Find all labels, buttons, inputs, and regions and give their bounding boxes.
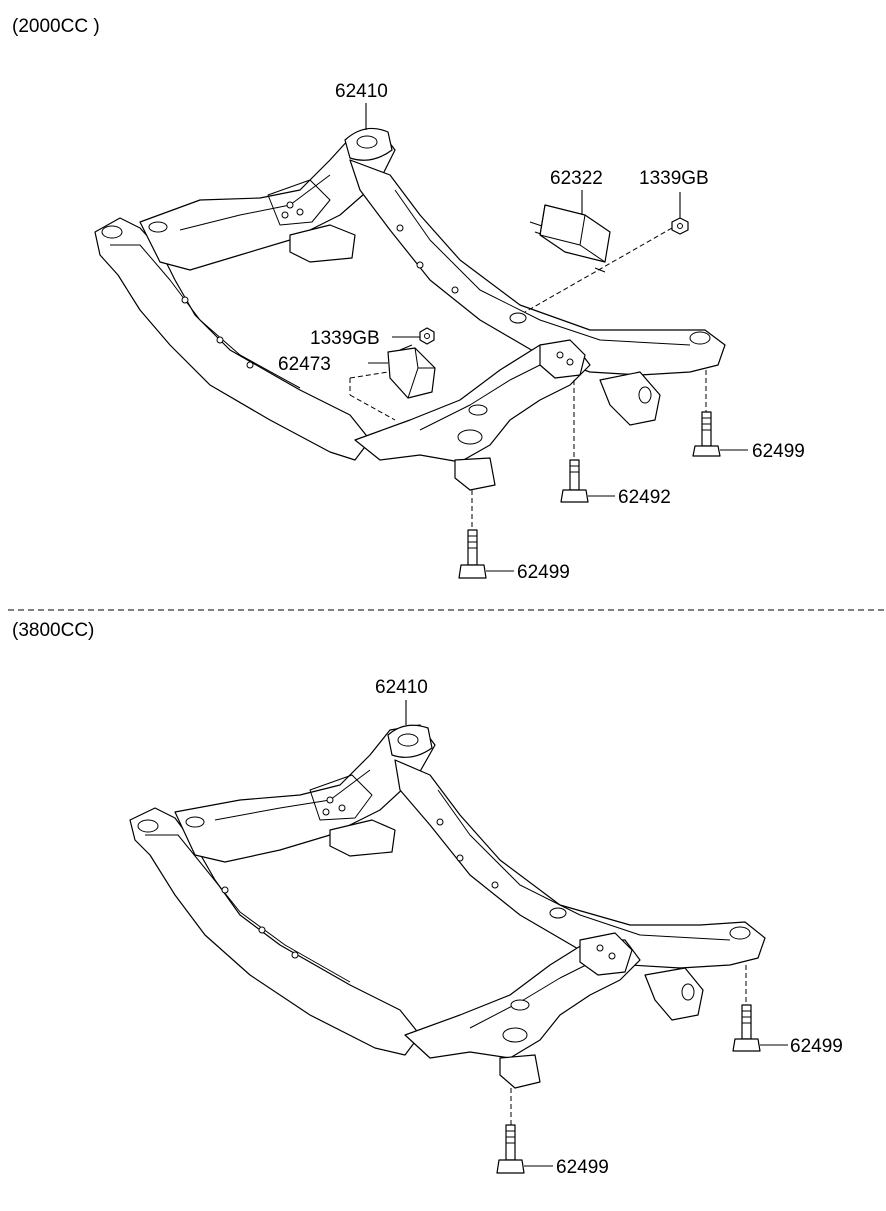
section-label-2000cc: (2000CC ) xyxy=(12,16,100,37)
label-62473: 62473 xyxy=(278,354,331,375)
control-module-62322 xyxy=(529,204,611,273)
bolt-62492-2000cc xyxy=(560,459,589,503)
label-62492: 62492 xyxy=(618,487,671,508)
bolt-62499-right-2000cc xyxy=(692,411,721,457)
bracket-62473 xyxy=(387,344,436,399)
bolt-62499-right-3800cc xyxy=(732,1004,761,1052)
label-62499-bottom-2000cc: 62499 xyxy=(517,562,570,583)
label-62499-bottom-3800cc: 62499 xyxy=(556,1157,609,1178)
bolt-62499-bottom-2000cc xyxy=(458,529,487,579)
subframe-3800cc xyxy=(129,724,766,1089)
subframe-2000cc xyxy=(94,127,726,491)
label-1339gb-top: 1339GB xyxy=(639,168,709,189)
label-1339gb-mid: 1339GB xyxy=(310,328,380,349)
label-62410-2000cc: 62410 xyxy=(335,81,388,102)
label-62499-right-2000cc: 62499 xyxy=(752,441,805,462)
bolt-62499-bottom-3800cc xyxy=(496,1124,525,1174)
label-62499-right-3800cc: 62499 xyxy=(790,1036,843,1057)
section-label-3800cc: (3800CC) xyxy=(12,620,94,641)
nut-1339gb-top xyxy=(671,217,689,235)
label-62410-3800cc: 62410 xyxy=(375,677,428,698)
nut-1339gb-mid xyxy=(419,327,435,345)
label-62322: 62322 xyxy=(550,168,603,189)
